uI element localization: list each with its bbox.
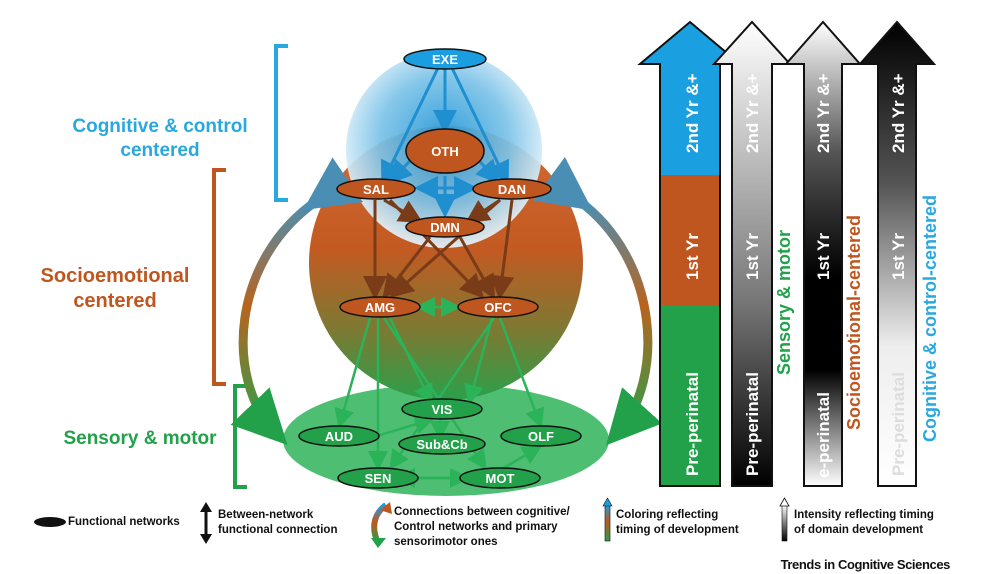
- node-oth: OTH: [405, 128, 485, 174]
- legend-coloring-text: Coloring reflecting timing of developmen…: [616, 508, 739, 538]
- arrow3-seg-pre: e-perinatal: [814, 392, 833, 478]
- timeline-arrow-socioemotional: 2nd Yr &+ 1st Yr e-perinatal Socioemotio…: [783, 20, 864, 487]
- arrow4-seg-pre: Pre-perinatal: [889, 372, 908, 476]
- bracket-cognitive: [274, 44, 288, 202]
- node-dan-label: DAN: [498, 182, 526, 197]
- legend-coloring-icon: [602, 497, 613, 542]
- legend-connections-icon: [371, 502, 392, 548]
- node-ofc: OFC: [457, 296, 539, 318]
- timeline-arrow-coloring: 2nd Yr &+ 1st Yr Pre-perinatal: [637, 20, 743, 487]
- legend-between-text: Between-network functional connection: [218, 508, 337, 538]
- node-amg: AMG: [339, 296, 421, 318]
- node-aud: AUD: [298, 425, 380, 447]
- legend-coloring-line1: Coloring reflecting: [616, 509, 719, 521]
- node-sen-label: SEN: [365, 471, 392, 486]
- left-arc-arrow: [230, 157, 363, 445]
- timeline-arrow-cognitive: 2nd Yr &+ 1st Yr Pre-perinatal Cognitive…: [857, 20, 940, 487]
- arrow2-side-label: Sensory & motor: [774, 230, 794, 375]
- node-amg-label: AMG: [365, 300, 395, 315]
- arrow4-seg-2nd: 2nd Yr &+: [889, 73, 908, 153]
- bracket-socioemotional: [212, 168, 226, 386]
- legend-connections-text: Connections between cognitive/ Control n…: [394, 505, 570, 550]
- arrow1-seg-2nd: 2nd Yr &+: [683, 73, 702, 153]
- node-subcb-label: Sub&Cb: [416, 437, 467, 452]
- right-arc-arrow: [533, 156, 663, 446]
- legend-intensity-text: Intensity reflecting timing of domain de…: [794, 508, 934, 538]
- legend-intensity-line2: of domain development: [794, 523, 924, 536]
- arrow3-seg-1st: 1st Yr: [814, 233, 833, 280]
- node-dmn: DMN: [405, 216, 485, 238]
- legend-functional-icon: [34, 517, 66, 527]
- node-subcb: Sub&Cb: [398, 433, 486, 455]
- level-sensory-label: Sensory & motor: [63, 428, 217, 449]
- bracket-sensory: [233, 384, 247, 489]
- node-sal: SAL: [336, 178, 416, 200]
- legend-functional-text: Functional networks: [68, 516, 180, 528]
- legend-connections-line1: Connections between cognitive/: [394, 506, 570, 518]
- node-oth-label: OTH: [431, 144, 458, 159]
- node-exe: EXE: [403, 48, 487, 70]
- node-ofc-label: OFC: [484, 300, 512, 315]
- arrow3-side-label: Socioemotional-centered: [844, 215, 864, 430]
- node-sal-label: SAL: [363, 182, 389, 197]
- arrow2-seg-pre: Pre-perinatal: [743, 372, 762, 476]
- node-mot: MOT: [459, 467, 541, 489]
- node-sen: SEN: [337, 467, 419, 489]
- node-vis: VIS: [401, 398, 483, 420]
- journal-credit: Trends in Cognitive Sciences: [780, 557, 951, 572]
- legend-between-line1: Between-network: [218, 509, 314, 521]
- node-exe-label: EXE: [432, 52, 458, 67]
- cognitive-connections: [381, 67, 509, 218]
- arrow4-seg-1st: 1st Yr: [889, 233, 908, 280]
- socioemotional-connections: [363, 198, 515, 300]
- legend-intensity-icon: [779, 497, 790, 542]
- timeline-arrow-sensory: 2nd Yr &+ 1st Yr Pre-perinatal Sensory &…: [711, 20, 794, 487]
- node-vis-label: VIS: [432, 402, 453, 417]
- legend-connections-line2: Control networks and primary: [394, 520, 558, 533]
- node-dan: DAN: [472, 178, 552, 200]
- legend-between-icon: [200, 502, 212, 544]
- node-mot-label: MOT: [486, 471, 515, 486]
- arrow2-seg-2nd: 2nd Yr &+: [743, 73, 762, 153]
- node-dmn-label: DMN: [430, 220, 460, 235]
- level-socioemotional-label: Socioemotional centered: [40, 265, 190, 312]
- arrow4-side-label: Cognitive & control-centered: [920, 195, 940, 442]
- arrow3-seg-2nd: 2nd Yr &+: [814, 73, 833, 153]
- node-olf-label: OLF: [528, 429, 554, 444]
- arrow1-seg-1st: 1st Yr: [683, 233, 702, 280]
- node-aud-label: AUD: [325, 429, 353, 444]
- legend-intensity-line1: Intensity reflecting timing: [794, 509, 934, 521]
- legend-coloring-line2: timing of development: [616, 523, 739, 536]
- arrow2-seg-1st: 1st Yr: [743, 233, 762, 280]
- legend-between-line2: functional connection: [218, 523, 338, 536]
- node-olf: OLF: [500, 425, 582, 447]
- level-cognitive-label: Cognitive & control centered: [72, 116, 248, 161]
- legend-connections-line3: sensorimotor ones: [394, 535, 498, 548]
- arrow1-seg-pre: Pre-perinatal: [683, 372, 702, 476]
